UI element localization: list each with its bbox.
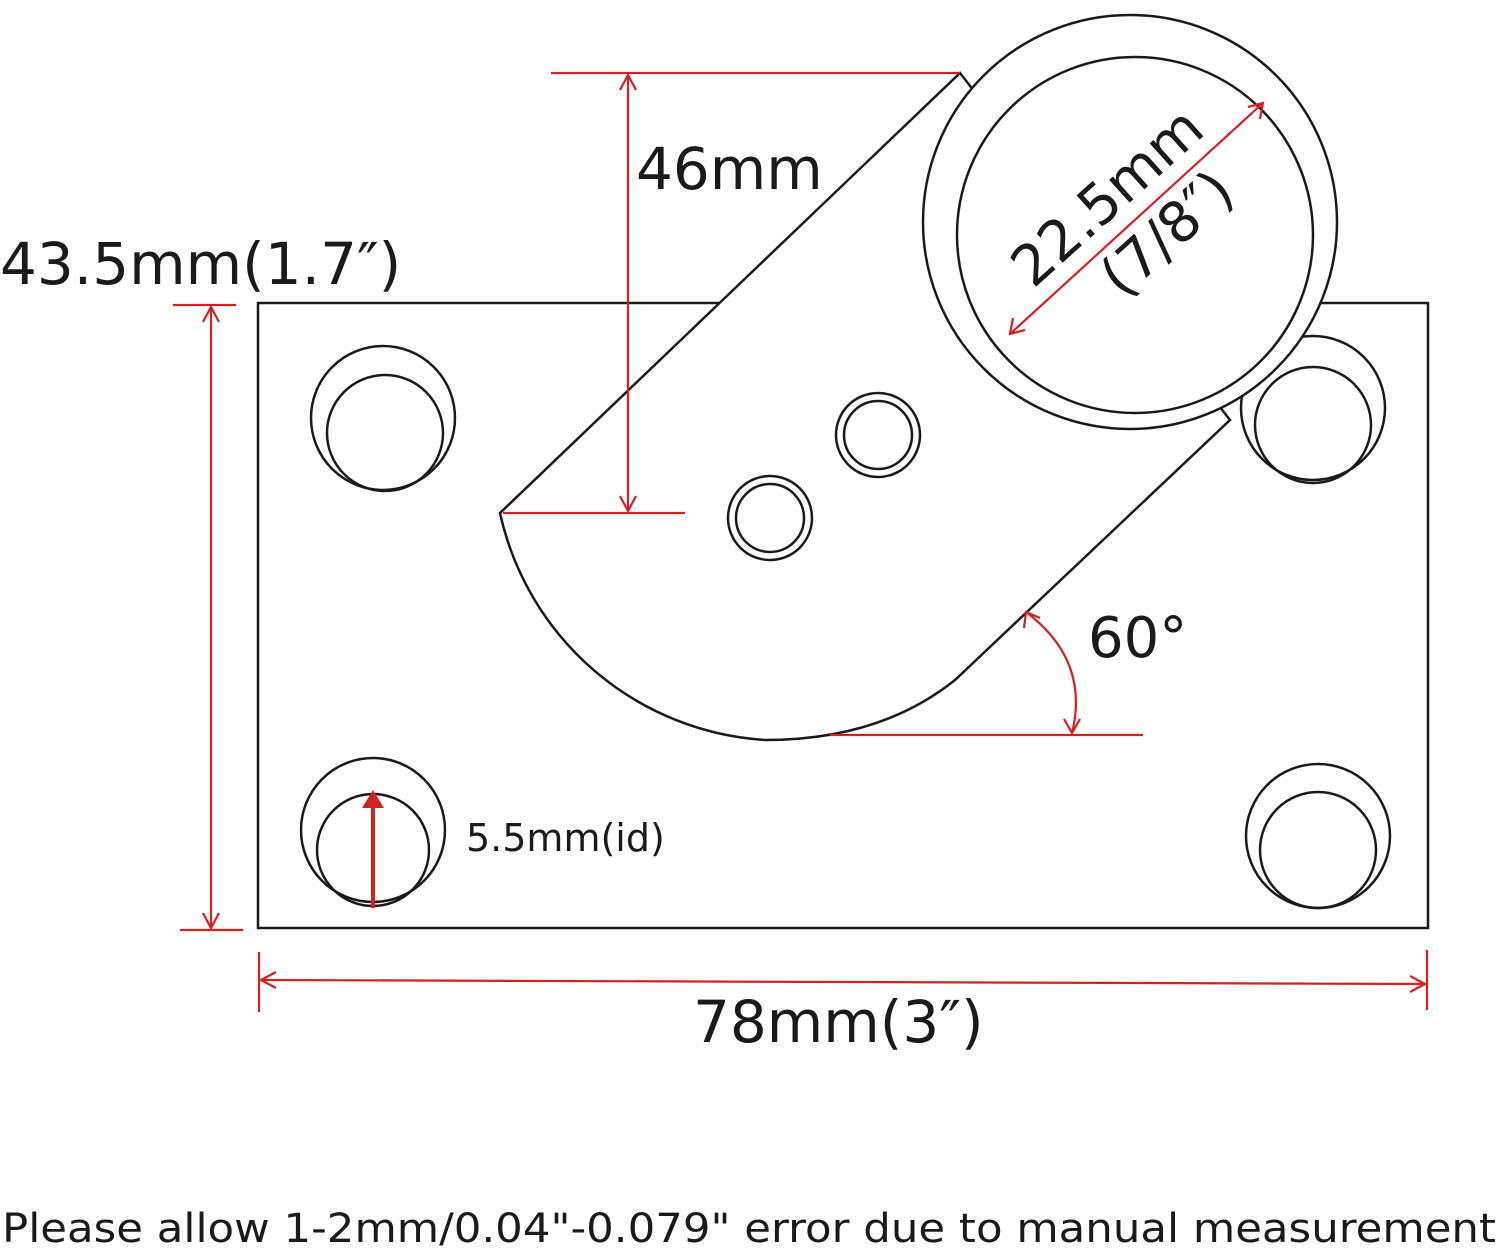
mounting-hole-top-right xyxy=(1239,334,1387,485)
dimension-angle xyxy=(830,610,1143,737)
hole-diameter-label: 5.5mm(id) xyxy=(466,816,665,860)
dimension-height xyxy=(173,303,243,932)
tube-clamp xyxy=(921,13,1339,431)
arm-height-label: 46mm xyxy=(636,135,823,203)
dimension-tube-diameter xyxy=(1008,101,1265,336)
height-label: 43.5mm(1.7″) xyxy=(0,230,401,298)
dimension-hole-id xyxy=(362,790,384,908)
measurement-note: Please allow 1-2mm/0.04"-0.079" error du… xyxy=(2,1206,1496,1252)
arm-hole-lower xyxy=(726,474,814,562)
dimension-46mm xyxy=(503,71,960,515)
arm-hole-upper xyxy=(834,391,922,479)
mounting-hole-bottom-right xyxy=(1244,762,1392,910)
dimension-width xyxy=(257,950,1429,1012)
angle-label: 60° xyxy=(1088,606,1187,671)
mounting-hole-top-left xyxy=(309,344,457,493)
width-label: 78mm(3″) xyxy=(693,988,984,1056)
